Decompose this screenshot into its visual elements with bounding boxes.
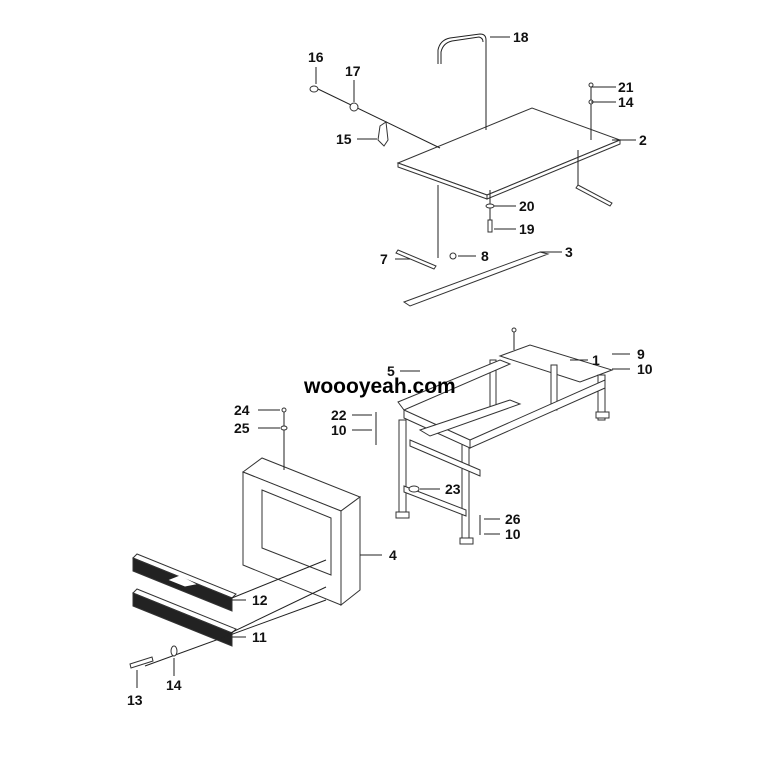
washer-23 [408,485,420,493]
callout-leaders [136,36,636,688]
callout-5: 5 [387,363,395,379]
callout-21: 21 [618,79,634,95]
callout-18: 18 [513,29,529,45]
callout-8: 8 [481,248,489,264]
screw-19 [487,219,493,233]
callout-26: 26 [505,511,521,527]
washer-25 [280,425,288,431]
washer-20 [485,203,495,209]
callout-17: 17 [345,63,361,79]
callout-15: 15 [336,131,352,147]
frame-assembly-1 [375,327,614,545]
callout-14-bottom: 14 [166,677,182,693]
callout-10-mid: 10 [331,422,347,438]
grille-11 [132,588,237,647]
callout-24: 24 [234,402,250,418]
front-panel-frame-4 [241,407,362,607]
callout-20: 20 [519,198,535,214]
callout-14-top: 14 [618,94,634,110]
callout-25: 25 [234,420,250,436]
callout-7: 7 [380,251,388,267]
table-top-plate [396,107,622,196]
callout-2: 2 [639,132,647,148]
table-top-assembly [309,33,622,307]
bolt-24 [281,407,287,413]
callout-3: 3 [565,244,573,260]
watermark-text: woooyeah.com [303,375,456,398]
bracket-right [575,184,613,207]
bar-3 [402,251,550,307]
callout-16: 16 [308,49,324,65]
callout-22: 22 [331,407,347,423]
callout-10-bottom: 10 [505,526,521,542]
bracket-7 [395,249,437,270]
callout-4: 4 [389,547,397,563]
table-top-edge-side [486,139,621,200]
callout-13: 13 [127,692,143,708]
callout-19: 19 [519,221,535,237]
grille-12 [132,553,237,612]
screw-16 [309,85,319,93]
bolt-21 [588,82,594,88]
hook-part-18 [437,33,487,130]
nut-8 [449,252,457,260]
callout-23: 23 [445,481,461,497]
callout-10-right: 10 [637,361,653,377]
bolt-13 [129,656,154,669]
hook-part-18-b [440,36,484,64]
washer-17 [349,102,359,112]
callout-9: 9 [637,346,645,362]
callout-11: 11 [252,629,267,645]
callout-1: 1 [592,352,600,368]
clamp-15 [377,121,389,147]
callout-12: 12 [252,592,268,608]
washer-14-bottom [170,645,178,657]
